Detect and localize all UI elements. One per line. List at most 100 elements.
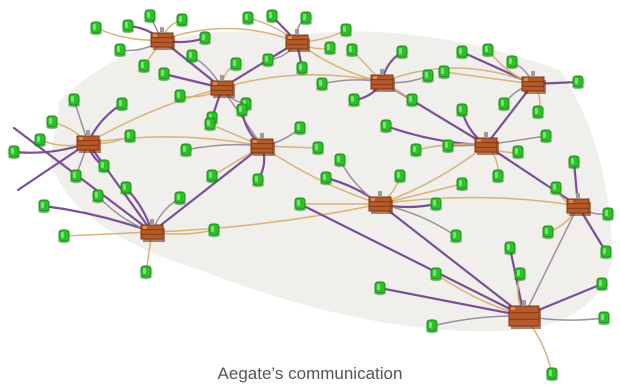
client-node-icon xyxy=(422,69,434,84)
client-node-icon xyxy=(46,115,58,130)
client-node-icon xyxy=(158,67,170,82)
client-node-icon xyxy=(316,77,328,92)
trunk-link xyxy=(12,126,154,234)
client-node-icon xyxy=(514,267,526,282)
server-rack-icon xyxy=(368,191,393,214)
client-node-icon xyxy=(206,169,218,184)
client-node-icon xyxy=(492,169,504,184)
client-node-icon xyxy=(542,225,554,240)
hub-link xyxy=(151,203,381,233)
client-node-icon xyxy=(70,169,82,184)
client-node-icon xyxy=(174,89,186,104)
client-node-icon xyxy=(532,105,544,120)
client-node-icon xyxy=(568,155,580,170)
client-node-icon xyxy=(120,181,132,196)
client-node-icon xyxy=(294,121,306,136)
client-node-icon xyxy=(450,229,462,244)
client-node-icon xyxy=(180,143,192,158)
client-node-icon xyxy=(430,267,442,282)
client-node-icon xyxy=(572,75,584,90)
client-node-icon xyxy=(430,197,442,212)
hub-link xyxy=(379,196,579,207)
client-node-icon xyxy=(348,93,360,108)
client-node-icon xyxy=(186,49,198,64)
client-node-icon xyxy=(236,103,248,118)
client-node-icon xyxy=(124,129,136,144)
client-node-icon xyxy=(442,139,454,154)
client-node-icon xyxy=(116,97,128,112)
client-node-icon xyxy=(34,133,46,148)
client-node-icon xyxy=(199,31,211,46)
trunk-link xyxy=(298,202,526,318)
client-node-icon xyxy=(176,13,188,28)
client-node-icon xyxy=(300,11,312,26)
hub-link xyxy=(150,144,264,234)
server-rack-icon xyxy=(140,219,165,242)
hub-link xyxy=(378,202,526,318)
server-rack-icon xyxy=(150,27,175,50)
client-node-icon xyxy=(340,23,352,38)
client-node-icon xyxy=(312,141,324,156)
client-node-icon xyxy=(8,145,20,160)
client-node-icon xyxy=(498,97,510,112)
leaf-nodes-layer xyxy=(8,9,614,382)
client-node-icon xyxy=(38,199,50,214)
client-node-icon xyxy=(296,61,308,76)
client-node-icon xyxy=(208,223,220,238)
client-node-icon xyxy=(174,191,186,206)
client-node-icon xyxy=(456,45,468,60)
client-node-icon xyxy=(504,241,516,256)
client-node-icon xyxy=(68,93,80,108)
client-node-icon xyxy=(90,21,102,36)
client-node-icon xyxy=(320,171,332,186)
client-node-icon xyxy=(600,245,612,260)
client-node-icon xyxy=(602,207,614,222)
client-node-icon xyxy=(58,229,70,244)
hub-link xyxy=(379,144,487,205)
server-rack-icon xyxy=(76,130,101,153)
server-rack-icon xyxy=(566,193,591,216)
client-node-icon xyxy=(122,19,134,34)
client-node-icon xyxy=(334,153,346,168)
server-rack-icon xyxy=(370,69,395,92)
server-rack-icon xyxy=(521,71,546,94)
client-node-icon xyxy=(426,319,438,334)
client-node-icon xyxy=(252,173,264,188)
client-node-icon xyxy=(456,177,468,192)
client-node-icon xyxy=(596,277,608,292)
client-node-icon xyxy=(598,311,610,326)
server-rack-icon xyxy=(250,133,275,156)
server-rack-icon xyxy=(508,300,541,329)
hub-link xyxy=(381,67,534,85)
client-node-icon xyxy=(482,43,494,58)
client-node-icon xyxy=(540,129,552,144)
leaf-link xyxy=(378,286,526,318)
client-node-icon xyxy=(98,159,110,174)
hub-link xyxy=(87,136,263,147)
client-node-icon xyxy=(204,117,216,132)
client-node-icon xyxy=(438,65,450,80)
client-node-icon xyxy=(506,55,518,70)
client-node-icon xyxy=(114,43,126,58)
server-rack-icon xyxy=(474,132,499,155)
client-node-icon xyxy=(394,169,406,184)
client-node-icon xyxy=(456,103,468,118)
client-node-icon xyxy=(144,9,156,24)
client-node-icon xyxy=(324,41,336,56)
client-node-icon xyxy=(262,53,274,68)
client-node-icon xyxy=(266,9,278,24)
client-node-icon xyxy=(242,11,254,26)
client-node-icon xyxy=(396,45,408,60)
client-node-icon xyxy=(374,281,386,296)
hub-link xyxy=(87,87,223,144)
client-node-icon xyxy=(406,93,418,108)
client-node-icon xyxy=(380,119,392,134)
server-rack-icon xyxy=(210,75,235,98)
client-node-icon xyxy=(550,181,562,196)
client-node-icon xyxy=(346,43,358,58)
client-node-icon xyxy=(92,189,104,204)
client-node-icon xyxy=(140,265,152,280)
hub-nodes-layer xyxy=(76,27,591,329)
hub-link xyxy=(161,27,298,43)
